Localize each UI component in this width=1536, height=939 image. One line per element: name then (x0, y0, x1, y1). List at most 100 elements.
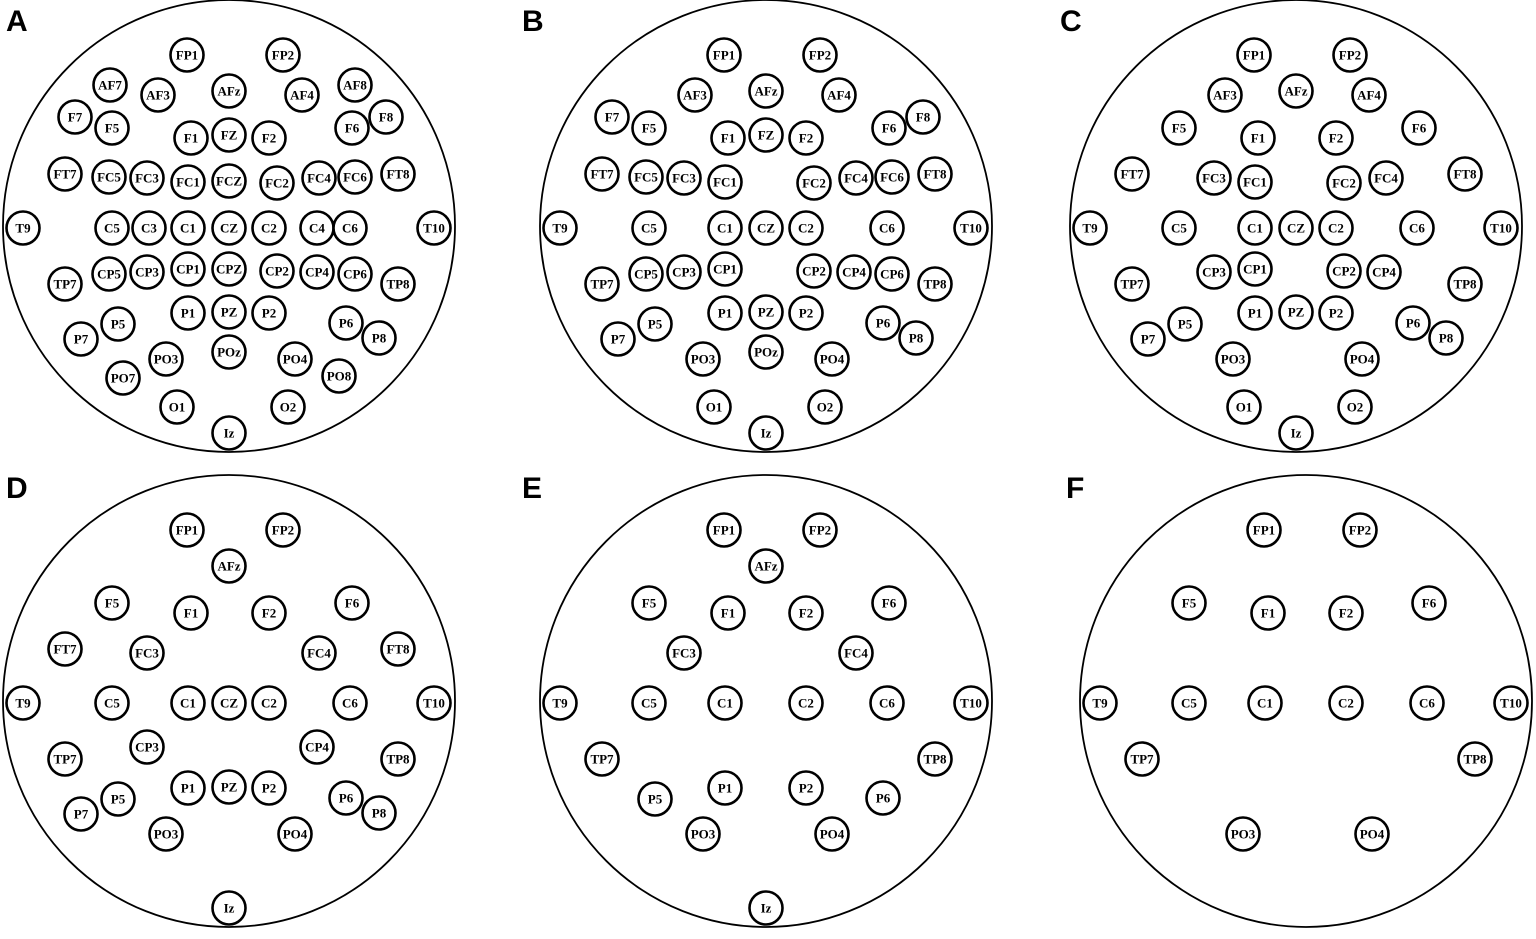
electrode-marker (91, 159, 127, 195)
electrode-label: FC3 (672, 646, 696, 661)
electrode-marker (748, 73, 784, 109)
electrode-label: PZ (221, 305, 238, 320)
electrode-t10: T10 (953, 210, 989, 246)
electrode-ft8: FT8 (917, 156, 953, 192)
electrode-label: PO4 (820, 827, 845, 842)
electrode-marker (211, 294, 247, 330)
electrode-cp5: CP5 (628, 256, 664, 292)
electrode-po3: PO3 (685, 816, 721, 852)
electrode-marker (871, 585, 907, 621)
electrode-cp4: CP4 (299, 729, 335, 765)
electrode-label: CP3 (135, 740, 159, 755)
electrode-afz: AFz (1278, 73, 1314, 109)
electrode-fp2: FP2 (1332, 37, 1368, 73)
electrode-tp7: TP7 (584, 266, 620, 302)
electrode-af3: AF3 (1207, 77, 1243, 113)
electrode-label: T10 (960, 696, 982, 711)
electrode-o1: O1 (159, 389, 195, 425)
electrode-marker (1196, 160, 1232, 196)
electrode-f7: F7 (57, 99, 93, 135)
electrode-label: FP1 (713, 523, 735, 538)
electrode-fz: FZ (211, 117, 247, 153)
electrode-marker (105, 360, 141, 396)
electrode-label: TP8 (923, 277, 947, 292)
electrode-marker (807, 389, 843, 425)
electrode-t10: T10 (953, 685, 989, 721)
electrode-marker (707, 164, 743, 200)
electrode-cp1: CP1 (707, 251, 743, 287)
electrode-label: T10 (1500, 696, 1522, 711)
electrode-po3: PO3 (148, 341, 184, 377)
electrode-p6: P6 (328, 305, 364, 341)
electrode-po3: PO3 (148, 816, 184, 852)
electrode-marker (1399, 210, 1435, 246)
electrode-marker (594, 99, 630, 135)
electrode-fc5: FC5 (628, 159, 664, 195)
electrode-label: P7 (74, 332, 89, 347)
electrode-label: FC2 (1332, 176, 1356, 191)
electrode-label: FT8 (923, 167, 947, 182)
electrode-label: P2 (799, 781, 813, 796)
electrode-marker (707, 210, 743, 246)
electrode-marker (836, 254, 872, 290)
electrode-label: C1 (717, 696, 733, 711)
electrode-po4: PO4 (277, 816, 313, 852)
electrode-label: CP4 (1372, 265, 1396, 280)
electrode-c2: C2 (1328, 685, 1364, 721)
electrode-marker (1483, 210, 1519, 246)
electrode-label: TP8 (386, 277, 410, 292)
electrode-cz: CZ (211, 210, 247, 246)
electrode-c5: C5 (631, 685, 667, 721)
electrode-label: TP7 (53, 752, 77, 767)
electrode-af7: AF7 (92, 67, 128, 103)
electrode-label: F6 (882, 121, 897, 136)
electrode-label: FC2 (802, 176, 826, 191)
electrode-fc4: FC4 (301, 635, 337, 671)
electrode-label: CP1 (176, 262, 200, 277)
electrode-marker (277, 341, 313, 377)
electrode-label: FP1 (176, 523, 198, 538)
electrode-label: C6 (342, 696, 358, 711)
electrode-label: Iz (1291, 426, 1302, 441)
electrode-o2: O2 (270, 389, 306, 425)
electrode-marker (1447, 156, 1483, 192)
electrode-label: AF3 (1213, 88, 1237, 103)
electrode-label: C6 (879, 696, 895, 711)
electrode-label: F1 (184, 606, 198, 621)
electrode-marker (129, 729, 165, 765)
electrode-label: CP4 (305, 265, 329, 280)
electrode-f2: F2 (1318, 120, 1354, 156)
electrode-label: CPZ (216, 262, 242, 277)
electrode-f7: F7 (594, 99, 630, 135)
electrode-c5: C5 (94, 685, 130, 721)
electrode-label: C6 (879, 221, 895, 236)
electrode-marker (706, 37, 742, 73)
electrode-p8: P8 (361, 320, 397, 356)
electrode-marker (301, 635, 337, 671)
electrode-label: P2 (262, 781, 276, 796)
electrode-marker (869, 210, 905, 246)
electrode-label: C2 (798, 696, 814, 711)
electrode-marker (788, 120, 824, 156)
electrode-label: C1 (180, 696, 196, 711)
electrode-f2: F2 (1328, 595, 1364, 631)
electrode-marker (251, 120, 287, 156)
electrode-cz: CZ (1278, 210, 1314, 246)
electrode-marker (5, 685, 41, 721)
electrode-label: Iz (224, 426, 235, 441)
electrode-ft7: FT7 (584, 156, 620, 192)
electrode-marker (788, 685, 824, 721)
electrode-c1: C1 (170, 685, 206, 721)
electrode-c2: C2 (251, 685, 287, 721)
electrode-label: AF4 (827, 88, 851, 103)
electrode-marker (1344, 341, 1380, 377)
electrode-fc4: FC4 (838, 635, 874, 671)
electrode-label: T9 (15, 221, 31, 236)
electrode-marker (1457, 741, 1493, 777)
electrode-cz: CZ (211, 685, 247, 721)
electrode-label: P5 (648, 317, 663, 332)
electrode-marker (332, 685, 368, 721)
